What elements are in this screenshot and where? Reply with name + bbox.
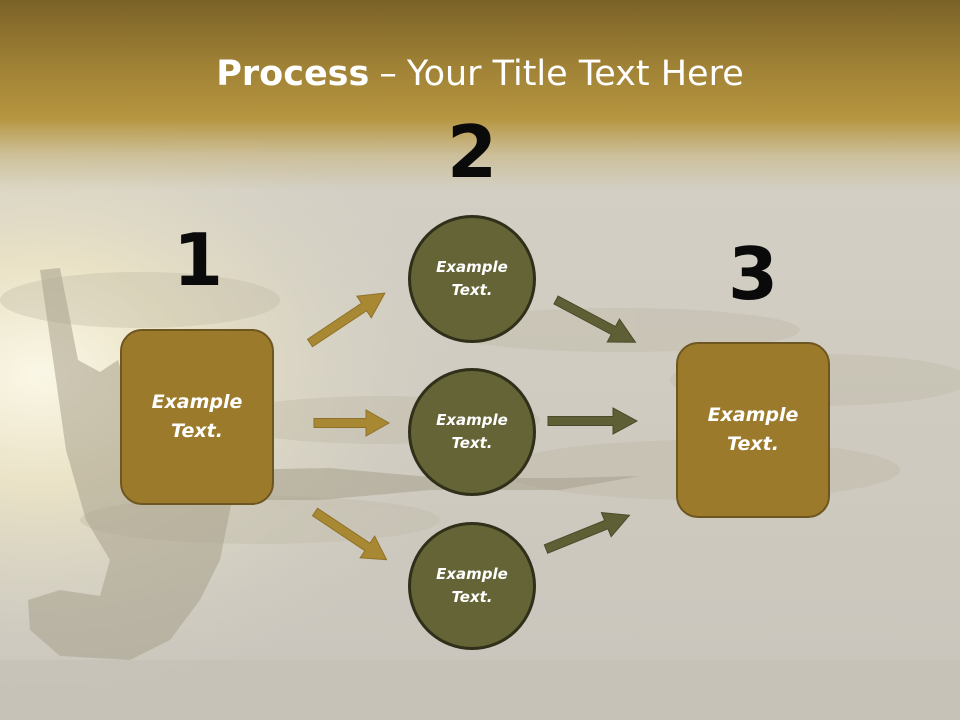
box-right-text: Example Text. [707, 404, 799, 455]
circle-bottom[interactable]: Example Text. [408, 522, 536, 650]
title-bold: Process [216, 54, 370, 94]
box-right[interactable]: Example Text. [676, 342, 830, 518]
title-band [0, 0, 960, 190]
circle-middle-text: Example Text. [436, 411, 508, 452]
title-dash: – [379, 54, 397, 94]
circle-top[interactable]: Example Text. [408, 215, 536, 343]
arrow-left-to-bottom [311, 507, 388, 561]
arrow-left-to-middle [313, 409, 391, 437]
silhouette [28, 268, 640, 660]
arrow-top-to-right [553, 295, 637, 343]
arrow-middle-to-right [547, 407, 639, 435]
circle-bottom-text: Example Text. [436, 565, 508, 606]
arrow-left-to-top [306, 292, 386, 348]
box-left-text: Example Text. [151, 391, 243, 442]
arrow-bottom-to-right [543, 512, 631, 554]
box-left[interactable]: Example Text. [120, 329, 274, 505]
step-number-2: 2 [446, 110, 498, 194]
slide-title: Process–Your Title Text Here [0, 52, 960, 96]
circle-top-text: Example Text. [436, 258, 508, 299]
step-number-1: 1 [172, 218, 224, 302]
circle-middle[interactable]: Example Text. [408, 368, 536, 496]
step-number-3: 3 [727, 232, 779, 316]
title-rest: Your Title Text Here [406, 54, 744, 94]
